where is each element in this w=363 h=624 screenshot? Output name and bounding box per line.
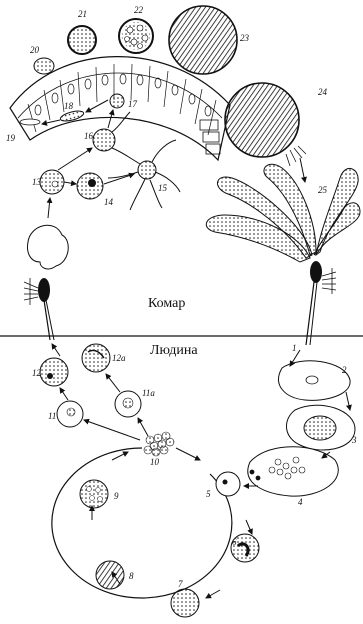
stage-17-zygote (110, 94, 124, 108)
stage-12-macrogametocyte (40, 358, 68, 386)
stage-2-liver-cell (279, 361, 351, 401)
mosquito-head-left (24, 225, 68, 340)
stage-3-liver-schizont (286, 405, 355, 450)
label-stage-22: 22 (134, 6, 143, 15)
stage-22-oocyst (119, 19, 153, 53)
label-stage-20: 20 (30, 46, 39, 55)
stage-21-oocyst (68, 26, 96, 54)
label-stage-9: 9 (114, 492, 119, 501)
stage-7-schizont (171, 589, 199, 617)
label-stage-1: 1 (292, 344, 297, 353)
stage-5-ring-stage (216, 472, 240, 496)
label-stage-16: 16 (84, 132, 93, 141)
label-stage-17: 17 (128, 100, 137, 109)
erythrocytic-cycle-ring (52, 448, 232, 598)
label-stage-11: 11 (48, 412, 56, 421)
stage-14-microgametocyte (77, 173, 103, 199)
stage-4-ruptured-liver-cell (248, 447, 338, 496)
stage-12a-microgametocyte (82, 344, 110, 372)
stage-11-gametocyte (57, 401, 83, 427)
label-stage-3: 3 (352, 436, 357, 445)
label-stage-7: 7 (178, 580, 183, 589)
region-label-human: Людина (150, 343, 198, 359)
label-stage-21: 21 (78, 10, 87, 19)
stage-24-ruptured-oocyst (225, 83, 306, 166)
stage-15-exflagellation (108, 140, 180, 210)
stage-23-mature-oocyst (169, 6, 237, 74)
label-stage-10: 10 (150, 458, 159, 467)
label-stage-4: 4 (298, 498, 303, 507)
stage-9-mature-schizont (80, 480, 108, 508)
label-stage-18: 18 (64, 102, 73, 111)
label-stage-5: 5 (206, 490, 211, 499)
stage-13-macrogamete (40, 170, 64, 194)
label-stage-11a: 11a (142, 389, 155, 398)
stage-19-ookinete-in-wall (20, 119, 40, 125)
mosquito-head-right (306, 261, 336, 345)
region-label-mosquito: Комар (148, 296, 185, 312)
label-stage-8: 8 (129, 572, 134, 581)
label-stage-2: 2 (342, 366, 347, 375)
label-stage-12a: 12a (112, 354, 126, 363)
label-stage-24: 24 (318, 88, 327, 97)
label-stage-14: 14 (104, 198, 113, 207)
label-stage-12: 12 (32, 369, 41, 378)
stage-25-salivary-gland (206, 164, 360, 262)
label-stage-15: 15 (158, 184, 167, 193)
stage-20-young-oocyst (34, 58, 54, 74)
stage-8-schizont (96, 561, 124, 589)
stage-11a-gametocyte (115, 391, 141, 417)
stage-10-merozoites (144, 432, 174, 456)
label-stage-6: 6 (232, 538, 237, 547)
label-stage-23: 23 (240, 34, 249, 43)
label-stage-25: 25 (318, 186, 327, 195)
label-stage-13: 13 (32, 178, 41, 187)
label-stage-19: 19 (6, 134, 15, 143)
